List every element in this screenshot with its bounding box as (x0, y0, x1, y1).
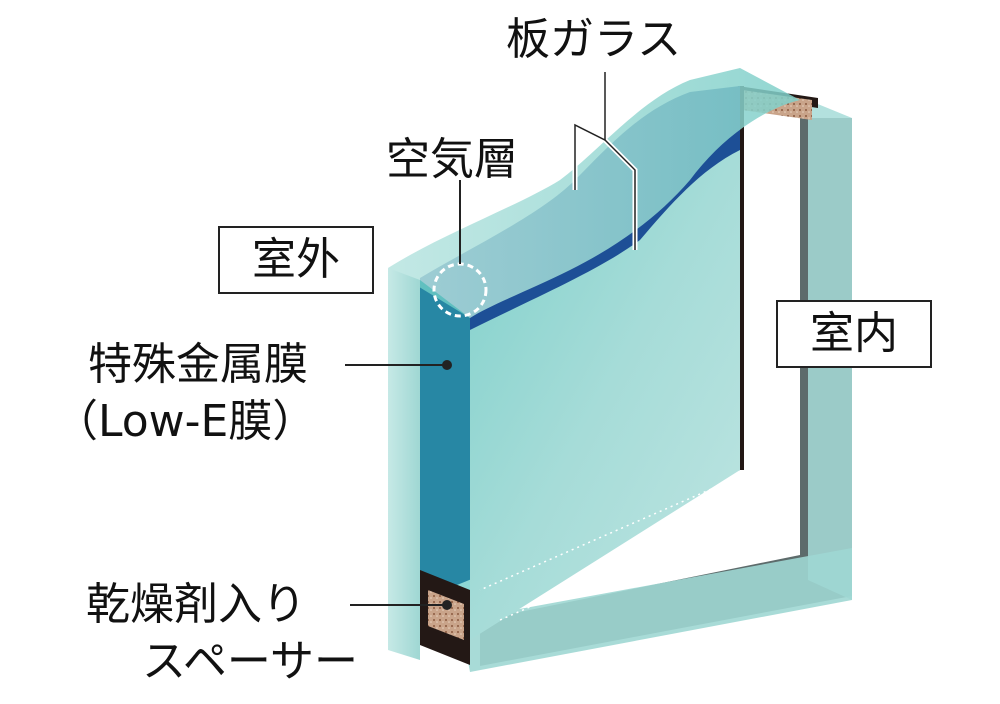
indoor-pane-bottom-edge (460, 548, 852, 672)
inner-frame-dotted-lines (479, 128, 776, 621)
plate-glass-label: 板ガラス (506, 14, 682, 65)
plate-glass-leader-outline (574, 72, 636, 250)
spacer-leader-dot (442, 600, 452, 610)
outdoor-label-box: 室外 (218, 226, 374, 294)
indoor-label-box: 室内 (776, 300, 932, 368)
outdoor-pane-edge (388, 268, 420, 660)
outdoor-pane-front-face (470, 150, 740, 640)
spacer-label-line2: スペーサー (142, 636, 359, 687)
outdoor-pane-top-surface (388, 68, 800, 318)
air-layer-label: 空気層 (386, 134, 518, 185)
lowe-leader-dot (442, 360, 452, 370)
air-gap-edge (420, 280, 470, 640)
lowe-film-label-line2: （Low-E膜） (54, 396, 317, 447)
spacer-label-line1: 乾燥剤入り (86, 579, 306, 630)
lowe-film-label-line1: 特殊金属膜 (88, 339, 308, 390)
spacer-bottom (420, 570, 470, 665)
